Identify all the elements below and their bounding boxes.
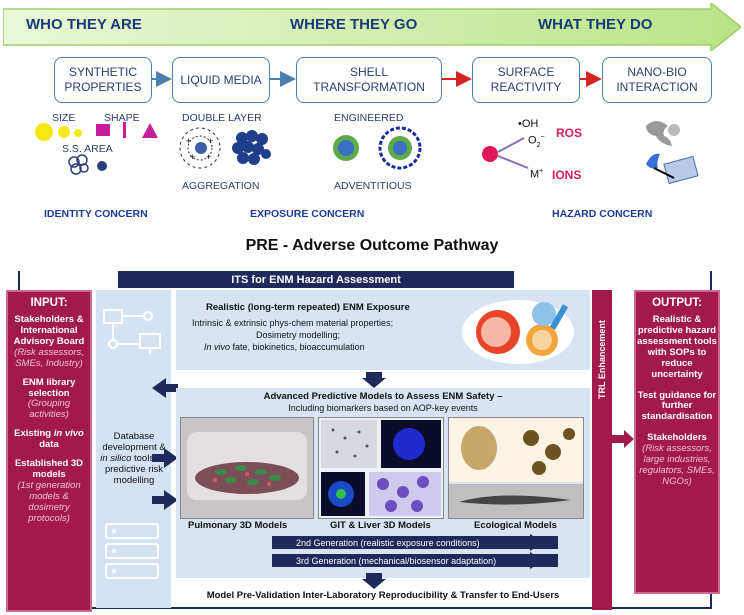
- down-arrow-2: [362, 573, 386, 589]
- output-stakeholders-note: (Risk assessors, large industries, regul…: [639, 443, 715, 487]
- its-title: ITS for ENM Hazard Assessment: [118, 271, 514, 288]
- header-what: WHAT THEY DO: [538, 16, 653, 33]
- nano-bio-interaction-icon: [646, 121, 699, 185]
- header-where: WHERE THEY GO: [290, 16, 418, 33]
- down-arrow-1: [362, 372, 386, 388]
- gen3-bar: 3rd Generation (mechanical/biosensor ada…: [272, 554, 558, 567]
- trl-output-arrow: [612, 430, 634, 448]
- label-double-layer: DOUBLE LAYER: [182, 112, 262, 124]
- caption-ecological: Ecological Models: [474, 520, 557, 531]
- label-ss-area: S.S. AREA: [62, 143, 113, 155]
- concern-exposure: EXPOSURE CONCERN: [250, 208, 365, 220]
- svg-text:+: +: [208, 136, 213, 146]
- step-nano-bio-interaction: NANO-BIO INTERACTION: [602, 57, 712, 103]
- svg-text:+: +: [190, 152, 195, 162]
- input-stakeholders-note: (Risk assessors, SMEs, Industry): [14, 346, 84, 369]
- pulmonary-model-image: [180, 417, 314, 519]
- svg-text:+: +: [186, 136, 191, 146]
- label-aggregation: AGGREGATION: [182, 180, 260, 192]
- exposure-line1: Intrinsic & extrinsic phys-chem material…: [192, 318, 394, 328]
- output-heading: OUTPUT:: [652, 297, 702, 309]
- surface-reactivity-icon: [482, 137, 529, 169]
- caption-pulmonary: Pulmonary 3D Models: [188, 520, 288, 531]
- input-library: ENM library selection: [22, 376, 76, 399]
- models-title: Advanced Predictive Models to Assess ENM…: [263, 391, 503, 402]
- ecological-model-image: [448, 417, 584, 519]
- exposure-illustration: [462, 300, 574, 364]
- label-engineered: ENGINEERED: [334, 112, 404, 124]
- concern-identity: IDENTITY CONCERN: [44, 208, 148, 220]
- input-library-note: (Grouping activities): [27, 398, 71, 421]
- input-heading: INPUT:: [30, 297, 68, 309]
- exposure-title: Realistic (long-term repeated) ENM Expos…: [206, 302, 410, 313]
- label-o2: O2−: [528, 134, 545, 149]
- input-established-note: (1st generation models & dosimetry proto…: [17, 479, 81, 524]
- computer-network-icon: [103, 309, 161, 354]
- step-connectors: [151, 71, 602, 87]
- pathway-arrow-banner: [3, 3, 741, 51]
- output-test-guidance: Test guidance for further standardisatio…: [637, 389, 717, 423]
- label-size: SIZE: [52, 112, 76, 124]
- gen2-bar: 2nd Generation (realistic exposure condi…: [272, 536, 558, 549]
- output-panel: OUTPUT: Realistic & predictive hazard as…: [634, 290, 720, 594]
- svg-text:+: +: [206, 152, 211, 162]
- step-shell-transformation: SHELL TRANSFORMATION: [296, 57, 442, 103]
- input-stakeholders: Stakeholders & International Advisory Bo…: [13, 314, 85, 347]
- gen3-arrowhead: [530, 552, 544, 569]
- header-who: WHO THEY ARE: [26, 16, 142, 33]
- input-existing-data: Existing in vivo data: [14, 428, 84, 451]
- label-ions: IONS: [552, 168, 582, 182]
- step-synthetic-properties: SYNTHETIC PROPERTIES: [54, 57, 152, 103]
- label-ros: ROS: [556, 126, 583, 140]
- label-m: M+: [530, 168, 544, 181]
- exposure-line3: In vivo fate, biokinetics, bioaccumulati…: [204, 342, 365, 352]
- output-stakeholders: Stakeholders: [647, 432, 707, 444]
- flow-arrows-left: [152, 378, 178, 510]
- input-established: Established 3D models: [14, 458, 84, 481]
- identity-particles-icon: [35, 122, 158, 175]
- label-adventitious: ADVENTITIOUS: [334, 180, 412, 192]
- concern-hazard: HAZARD CONCERN: [552, 208, 653, 220]
- label-oh: •OH: [518, 118, 539, 130]
- step-surface-reactivity: SURFACE REACTIVITY: [472, 57, 580, 103]
- gen2-arrowhead: [530, 534, 544, 551]
- input-panel: INPUT: Stakeholders & International Advi…: [6, 290, 92, 612]
- exposure-line2: Dosimetry modelling;: [256, 330, 341, 340]
- server-stack-icon: [105, 523, 159, 579]
- database-text: Database development & in silico tools f…: [100, 431, 168, 486]
- git-liver-model-image: [318, 417, 444, 519]
- caption-git-liver: GIT & Liver 3D Models: [330, 520, 431, 531]
- output-tools: Realistic & predictive hazard assessment…: [637, 314, 717, 380]
- models-subtitle: Including biomarkers based on AOP-key ev…: [288, 403, 478, 413]
- pre-aop-title: PRE - Adverse Outcome Pathway: [245, 237, 499, 254]
- trl-enhancement-label: TRL Enhancement: [597, 320, 607, 400]
- liquid-media-icon: + + + +: [179, 127, 271, 169]
- trl-bar: [592, 290, 612, 610]
- pre-validation-text: Model Pre-Validation Inter-Laboratory Re…: [206, 590, 560, 601]
- label-shape: SHAPE: [104, 112, 140, 124]
- shell-transformation-icon: [333, 126, 422, 170]
